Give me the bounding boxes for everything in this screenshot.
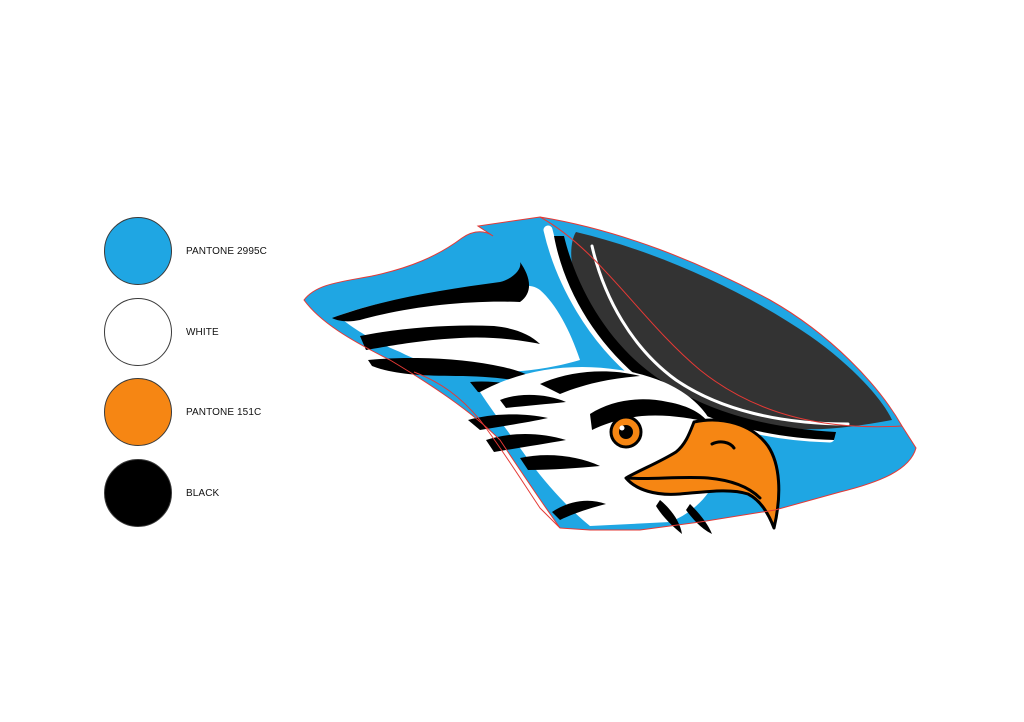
eagle-nostril bbox=[710, 440, 736, 450]
color-swatch-legend: PANTONE 2995C WHITE PANTONE 151C BLACK bbox=[0, 0, 300, 722]
head-feather-stroke-3 bbox=[486, 434, 566, 452]
swatch-label-blue: PANTONE 2995C bbox=[186, 245, 267, 257]
wing-feather-stroke-2 bbox=[360, 325, 540, 350]
head-feather-stroke-8 bbox=[686, 504, 712, 534]
eagle-beak bbox=[624, 418, 781, 530]
window-cut-outline bbox=[539, 216, 903, 428]
swatch-row-blue: PANTONE 2995C bbox=[104, 216, 267, 286]
head-cut-outline bbox=[413, 371, 561, 529]
swatch-row-white: WHITE bbox=[104, 297, 219, 367]
wing-feather-stroke-1 bbox=[332, 262, 530, 322]
canopy-white-stripe-inner bbox=[590, 244, 850, 426]
swatch-label-white: WHITE bbox=[186, 326, 219, 338]
head-feather-stroke-4 bbox=[520, 455, 600, 470]
head-feather-stroke-6 bbox=[552, 500, 606, 520]
eagle-eye-highlight bbox=[619, 425, 625, 431]
swatch-label-black: BLACK bbox=[186, 487, 220, 499]
swatch-circle-black bbox=[104, 459, 172, 527]
wing-feather-stroke-3 bbox=[368, 358, 548, 386]
swatch-circle-orange bbox=[104, 378, 172, 446]
canopy-black-stripe bbox=[554, 236, 836, 440]
swatch-label-orange: PANTONE 151C bbox=[186, 406, 262, 418]
canopy-dark-window bbox=[571, 232, 892, 430]
swatch-row-black: BLACK bbox=[104, 458, 219, 528]
head-feather-stroke-2 bbox=[468, 414, 548, 430]
head-feather-stroke-5 bbox=[500, 394, 566, 408]
swatch-row-orange: PANTONE 151C bbox=[104, 377, 261, 447]
head-feather-stroke-1 bbox=[540, 371, 640, 394]
swatch-circle-blue bbox=[104, 217, 172, 285]
canopy-cut-outline bbox=[303, 216, 917, 531]
swatch-circle-white bbox=[104, 298, 172, 366]
eagle-beak-mouth-line bbox=[626, 475, 762, 500]
eagle-brow bbox=[590, 399, 708, 430]
